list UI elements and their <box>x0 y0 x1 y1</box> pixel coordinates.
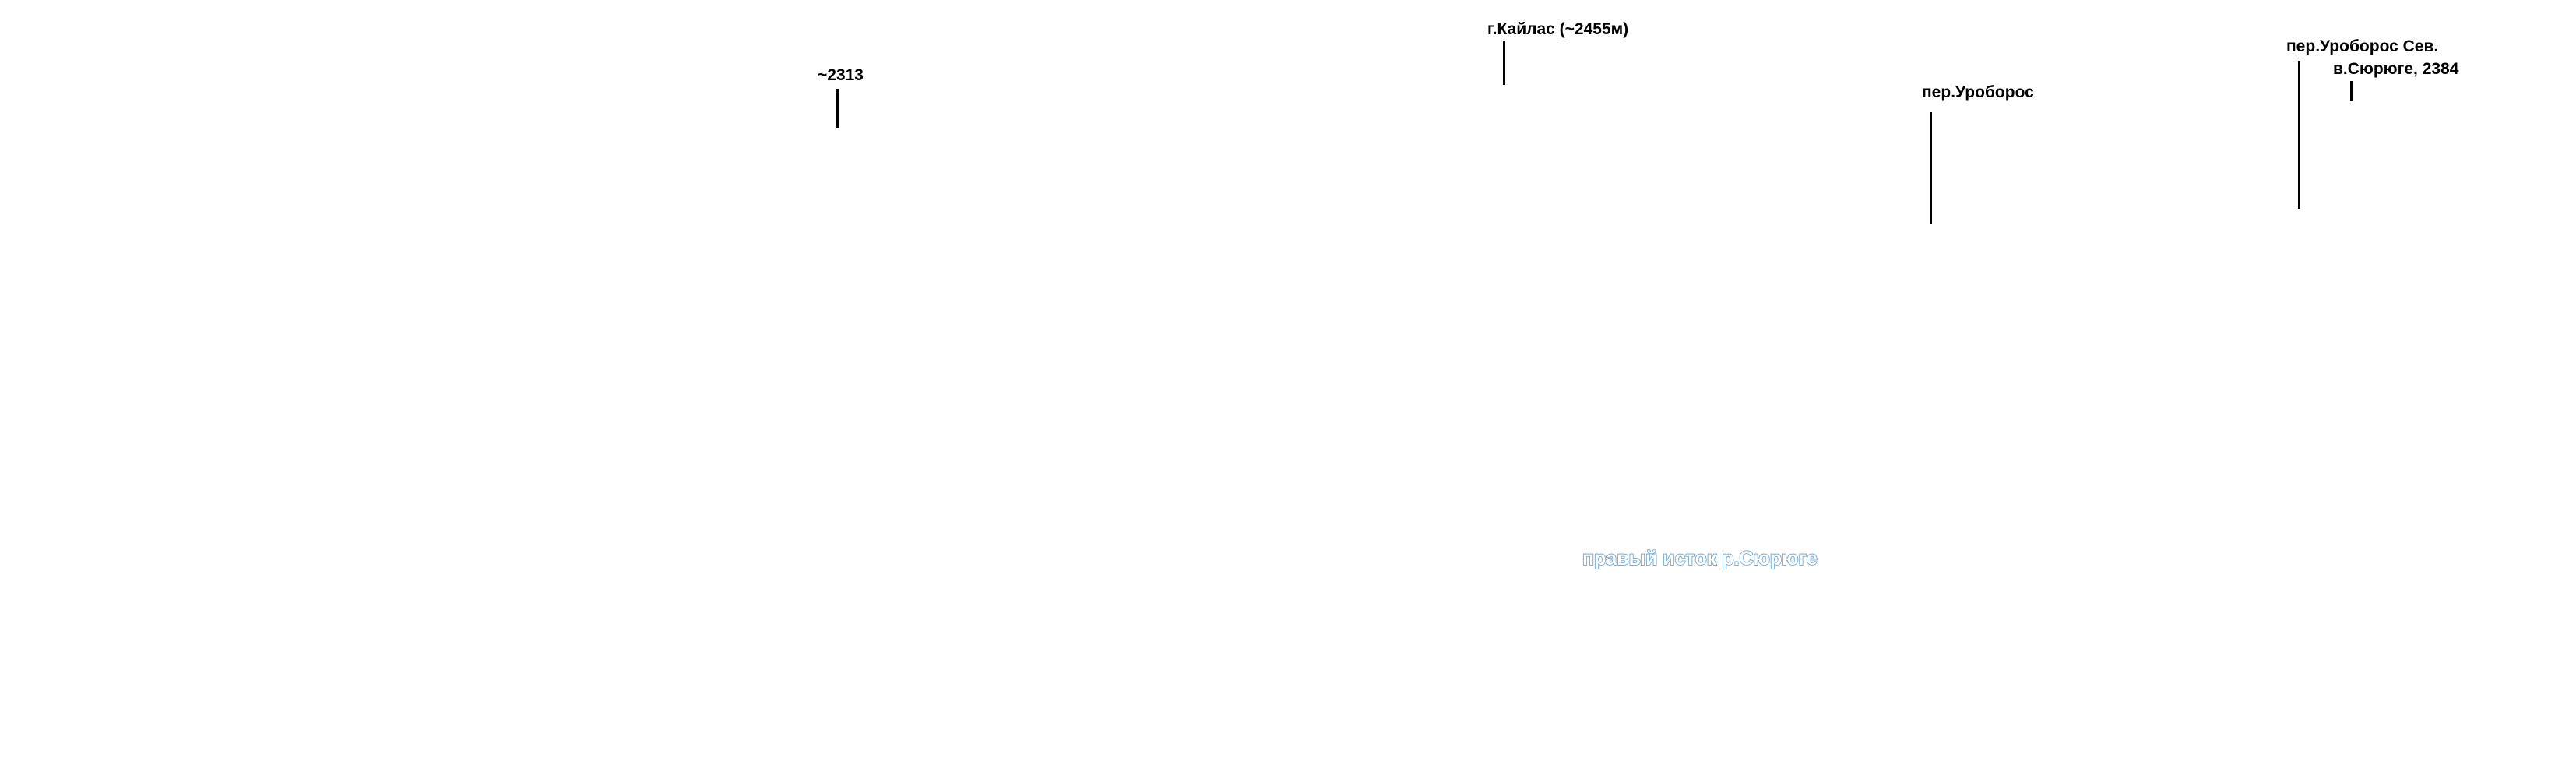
pass-uroboros-north-label: пер.Уроборос Сев. <box>2286 37 2439 55</box>
pass-uroboros-north-leader-line <box>2298 61 2300 209</box>
pass-uroboros-leader-line <box>1930 112 1932 224</box>
peak-2313-leader-line <box>836 89 839 128</box>
mount-kailas-label: г.Кайлас (~2455м) <box>1487 20 1629 38</box>
summit-syuryuge-leader-line <box>2350 81 2353 101</box>
right-source-syuryuge-river-label: правый исток р.Сюрюге <box>1582 547 1818 569</box>
pass-uroboros-label: пер.Уроборос <box>1922 83 2034 101</box>
mount-kailas-leader-line <box>1503 41 1505 85</box>
peak-2313-label: ~2313 <box>818 66 864 84</box>
summit-syuryuge-label: в.Сюрюге, 2384 <box>2333 60 2459 78</box>
